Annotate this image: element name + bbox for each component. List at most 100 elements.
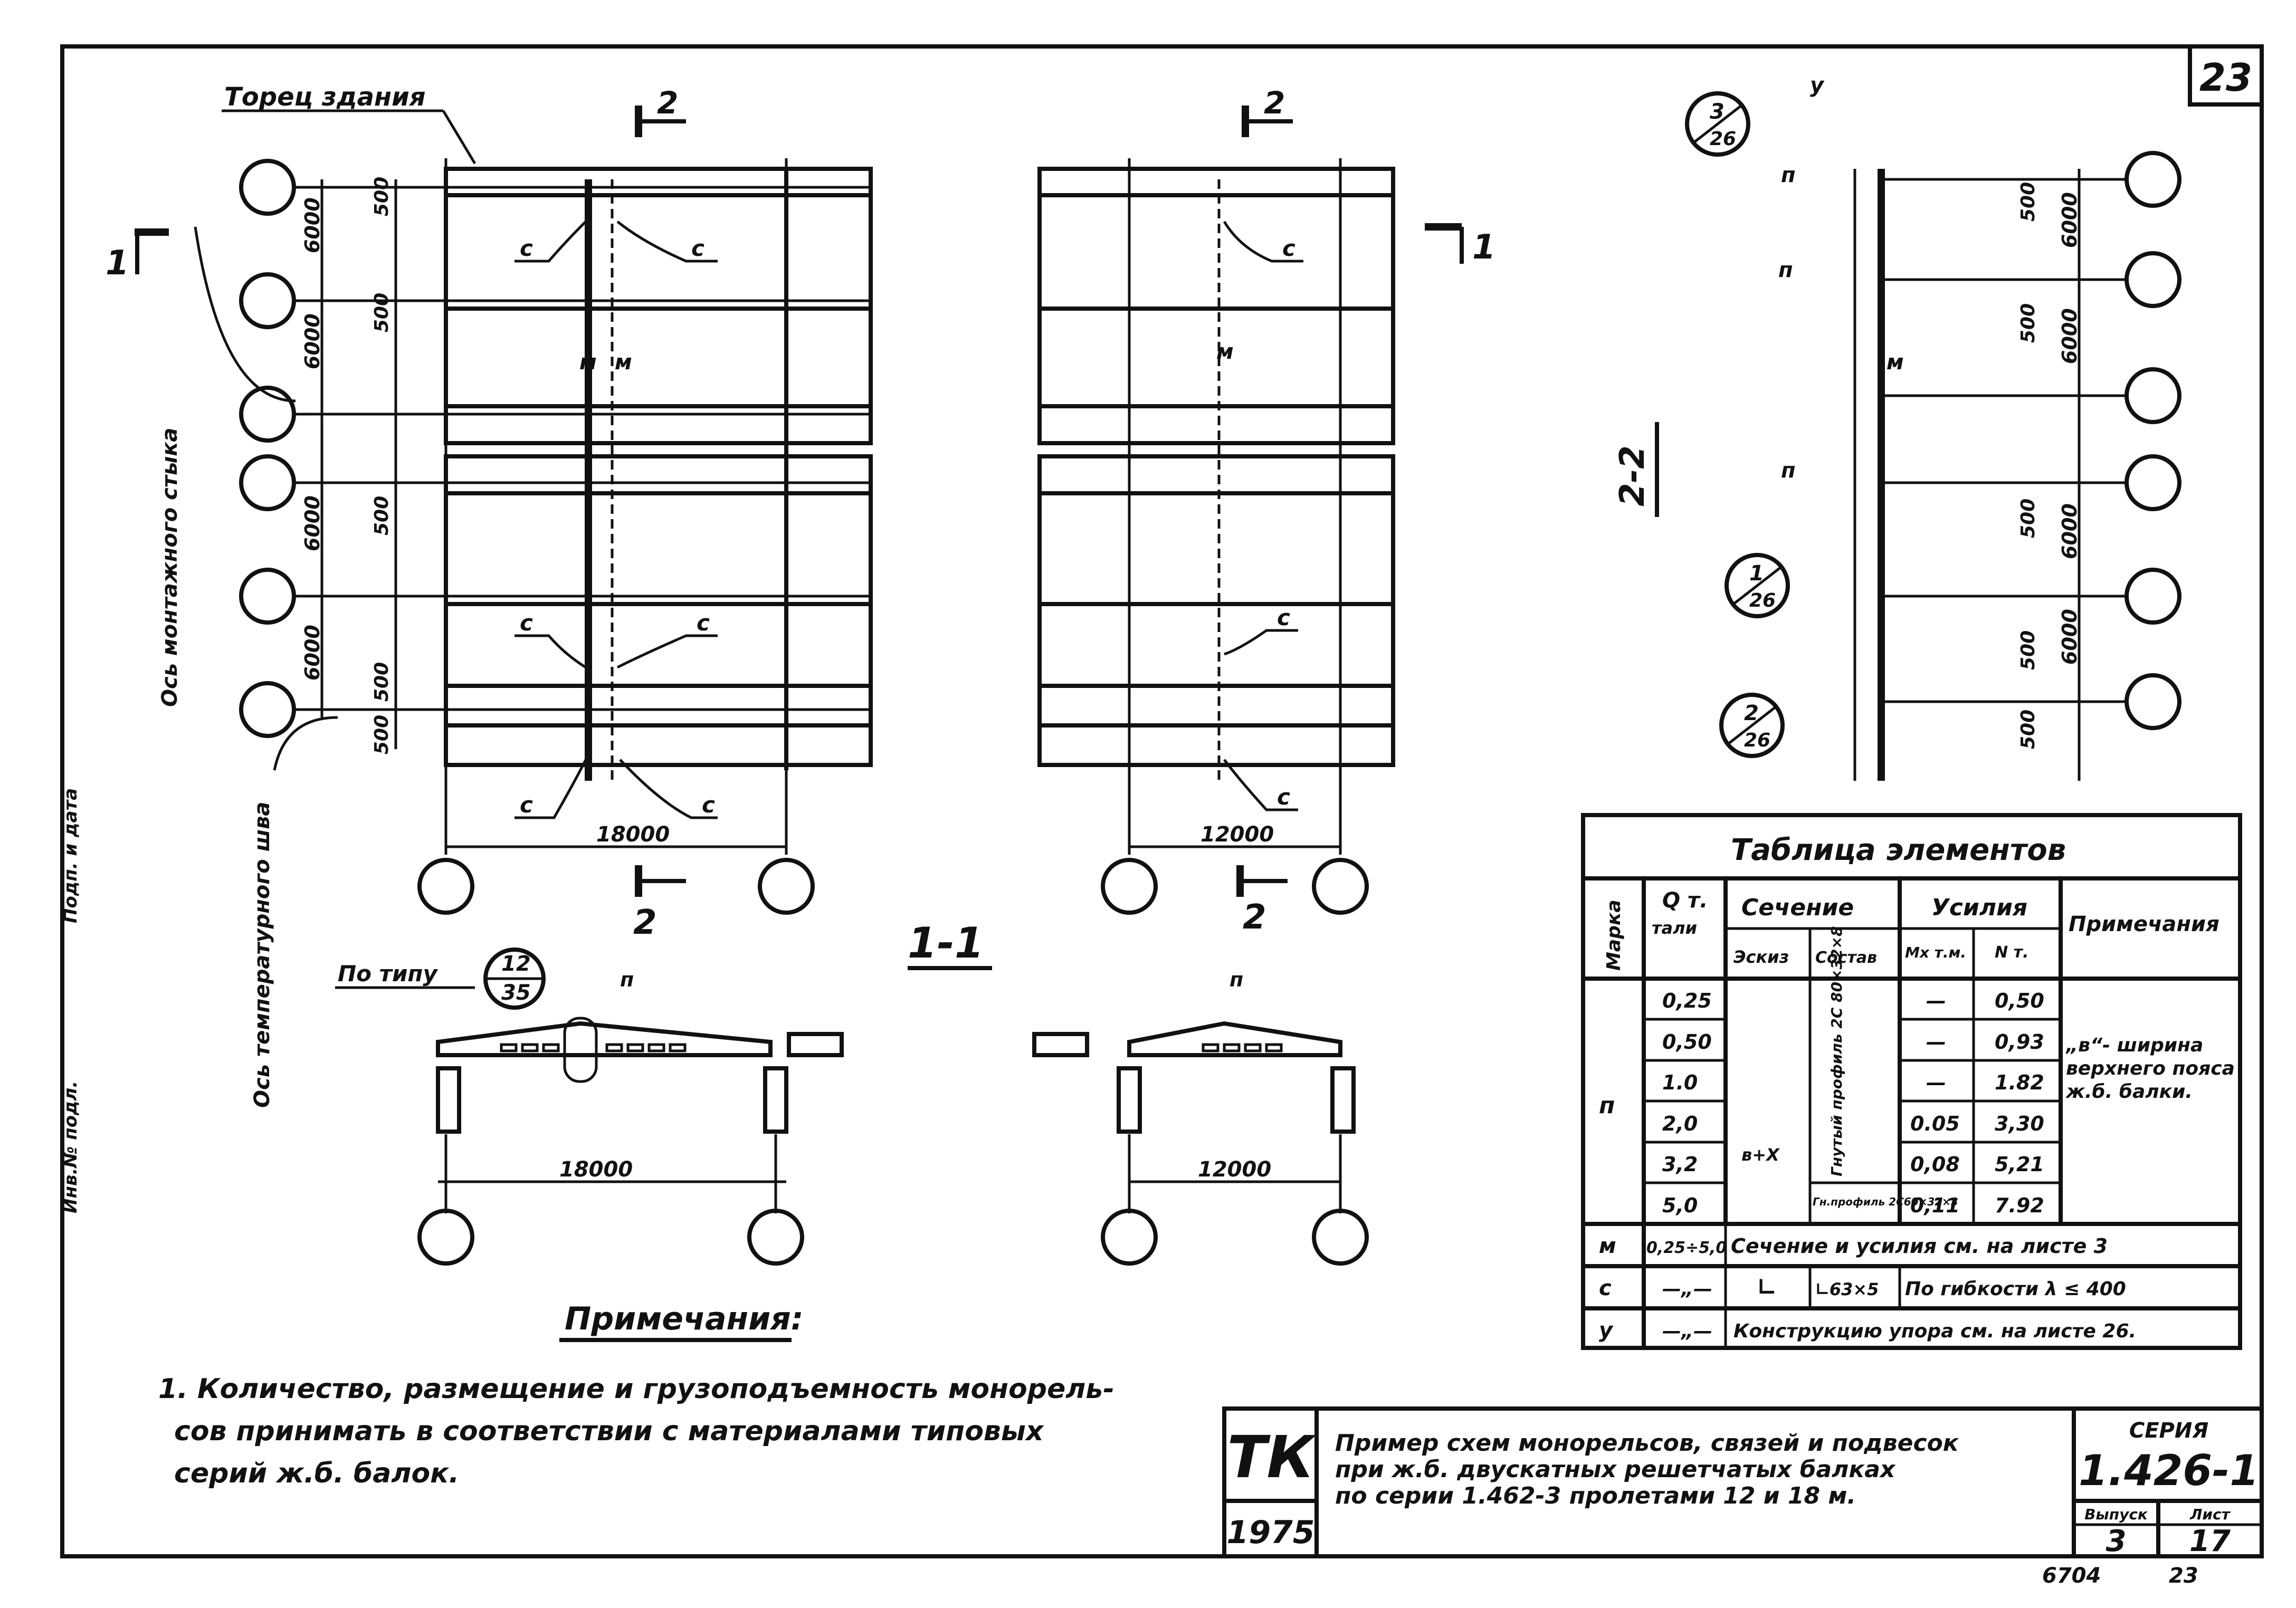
dim-6000-3: 6000 xyxy=(301,495,324,551)
th-mx: Мх т.м. xyxy=(1905,944,1966,961)
th-mark: Марка xyxy=(1603,899,1625,971)
svg-text:5,0: 5,0 xyxy=(1662,1194,1698,1217)
p-rows: 0,25 — 0,50 0,50 — 0,93 1.0 — 1.82 2,0 0… xyxy=(1662,989,2044,1217)
mark-c-8: с xyxy=(1277,605,1290,630)
footer-code: 6704 xyxy=(2042,1564,2101,1588)
axis-lines-left xyxy=(294,186,871,711)
desc-line-3: по серии 1.462-3 пролетами 12 и 18 м. xyxy=(1335,1482,1856,1509)
svg-text:1.0: 1.0 xyxy=(1662,1071,1698,1094)
dim-6000-1: 6000 xyxy=(301,197,324,253)
c-sketch: ∟ xyxy=(1757,1274,1777,1301)
by-type-label: По типу xyxy=(338,961,438,987)
mark-c-7: с xyxy=(1282,235,1295,261)
m-q: 0,25÷5,0 xyxy=(1646,1239,1727,1257)
mounting-axis-label: Ось монтажного стыка xyxy=(158,428,182,707)
mark-p-11-1: п xyxy=(620,968,634,991)
svg-text:2: 2 xyxy=(1744,701,1759,725)
dim-500-5: 500 xyxy=(371,715,393,754)
temperature-axis-label: Ось температурного шва xyxy=(250,802,274,1108)
building-end-label: Торец здания xyxy=(224,82,426,112)
year: 1975 xyxy=(1227,1514,1315,1551)
svg-text:35: 35 xyxy=(501,981,531,1005)
mark-y-22: у xyxy=(1810,73,1825,98)
m-mark: м xyxy=(1599,1234,1616,1258)
mark-c-9: с xyxy=(1277,784,1290,810)
notes-heading: Примечания: xyxy=(565,1300,804,1337)
m-text: Сечение и усилия см. на листе 3 xyxy=(1731,1234,2108,1258)
p-sketch-label: в+Х xyxy=(1741,1145,1780,1165)
svg-text:0,25: 0,25 xyxy=(1662,989,1712,1012)
svg-text:0,08: 0,08 xyxy=(1910,1153,1960,1176)
callout-3-26 xyxy=(1685,91,1750,157)
mark-c-2: с xyxy=(691,235,704,261)
mark-p-22-1: п xyxy=(1781,163,1796,187)
desc-line-1: Пример схем монорельсов, связей и подвес… xyxy=(1335,1430,1959,1457)
th-composition: Состав xyxy=(1815,949,1877,967)
span-11-left: 18000 xyxy=(559,1157,633,1182)
c-mark: с xyxy=(1599,1276,1612,1300)
section-2-top-right-label: 2 xyxy=(1264,85,1285,121)
section-1-left-label: 1 xyxy=(106,244,129,283)
sheet-label: Лист xyxy=(2189,1506,2231,1523)
dim-22-500-5: 500 xyxy=(2017,710,2039,749)
series-label: СЕРИЯ xyxy=(2129,1419,2208,1443)
th-sketch: Эскиз xyxy=(1733,947,1789,967)
elements-table: Таблица элементов Марка Q т. тали xyxy=(1581,813,2242,1350)
span-right-dim: 12000 xyxy=(1201,822,1274,847)
p-composition: Гнутый профиль 2С 80×32×8 xyxy=(1828,926,1845,1176)
issue-number: 3 xyxy=(2106,1524,2127,1558)
c-q: —„— xyxy=(1662,1278,1712,1300)
svg-text:5,21: 5,21 xyxy=(1995,1153,2044,1176)
svg-text:—: — xyxy=(1926,1071,1946,1094)
dim-500-4: 500 xyxy=(371,662,393,702)
mark-p-11-2: п xyxy=(1230,968,1243,991)
th-q: Q т. xyxy=(1662,888,1708,913)
svg-text:—: — xyxy=(1926,989,1946,1012)
span-11-right: 12000 xyxy=(1198,1157,1271,1182)
dim-22-500-1: 500 xyxy=(2017,182,2039,222)
svg-text:0,50: 0,50 xyxy=(1995,989,2044,1012)
section-11-title: 1-1 xyxy=(908,918,984,968)
svg-text:26: 26 xyxy=(1744,730,1770,751)
y-q: —„— xyxy=(1662,1320,1712,1342)
title-block: ТК 1975 Пример схем монорельсов, связей … xyxy=(1222,1406,2264,1558)
sheet-number-box xyxy=(2188,44,2264,107)
svg-text:0,93: 0,93 xyxy=(1995,1030,2044,1054)
margin-inv: Инв.№ подл. xyxy=(60,1081,81,1213)
mark-c-6: с xyxy=(702,792,715,818)
section-22-title: 2-2 xyxy=(1613,445,1652,506)
svg-text:2,0: 2,0 xyxy=(1662,1112,1698,1135)
sheet-frame xyxy=(60,44,2264,1558)
mark-c-1: с xyxy=(520,235,533,261)
svg-text:0,11: 0,11 xyxy=(1910,1194,1960,1217)
plan-right: 12000 с с с м 2 2 1 xyxy=(1037,85,1496,937)
c-text: По гибкости λ ≤ 400 xyxy=(1905,1278,2126,1300)
notes-line-3: серий ж.б. балок. xyxy=(174,1458,459,1489)
dim-500-2: 500 xyxy=(371,293,393,332)
th-q-sub: тали xyxy=(1652,918,1697,938)
section-2-2: 2-2 6000 6000 6000 6000 500 500 500 500 … xyxy=(1613,73,2181,781)
y-mark: у xyxy=(1599,1318,1614,1343)
dim-22-6000-3: 6000 xyxy=(2058,503,2081,559)
svg-text:3,2: 3,2 xyxy=(1662,1153,1698,1176)
dim-22-6000-1: 6000 xyxy=(2058,192,2081,248)
section-1-right-label: 1 xyxy=(1472,228,1496,267)
dim-500-1: 500 xyxy=(371,177,393,216)
svg-text:3,30: 3,30 xyxy=(1995,1112,2044,1135)
th-n: N т. xyxy=(1995,943,2028,962)
mark-c-4: с xyxy=(697,610,710,636)
svg-text:26: 26 xyxy=(1710,128,1736,150)
c-composition: ∟63×5 xyxy=(1815,1279,1879,1299)
th-forces: Усилия xyxy=(1931,894,2027,921)
svg-text:0.05: 0.05 xyxy=(1910,1112,1960,1135)
section-2-bottom-right-label: 2 xyxy=(1243,898,1266,937)
footer-number: 23 xyxy=(2169,1564,2198,1588)
th-notes: Примечания xyxy=(2069,912,2219,936)
plan-left: 18000 6000 6000 6000 6000 500 500 500 50… xyxy=(106,82,873,1108)
axis-circles-left xyxy=(239,159,296,738)
svg-text:1.82: 1.82 xyxy=(1995,1071,2044,1094)
mark-m-3: м xyxy=(1216,340,1234,364)
p-mark: п xyxy=(1599,1092,1615,1119)
notes: Примечания: 1. Количество, размещение и … xyxy=(158,1300,1114,1489)
p-note-box: „в“- ширина верхнего пояса ж.б. балки. xyxy=(2066,1035,2235,1103)
